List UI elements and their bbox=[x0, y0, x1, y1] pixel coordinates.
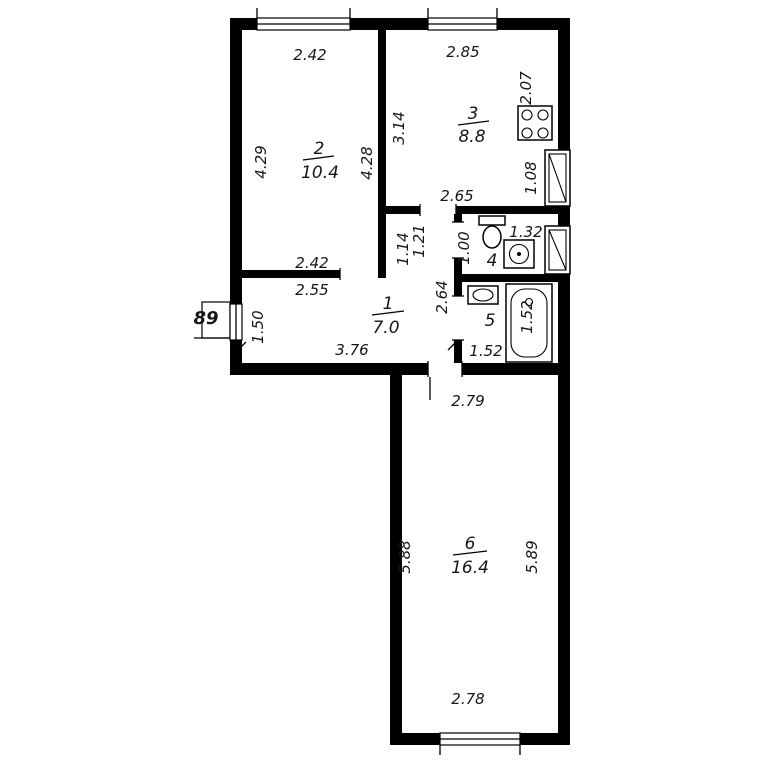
wall-top-c bbox=[497, 18, 570, 30]
wall-hall-divider-a bbox=[454, 214, 462, 222]
door-openings bbox=[237, 204, 464, 400]
dim-room6-top: 2.79 bbox=[451, 392, 484, 410]
room-labels: 2 10.4 3 8.8 1 7.0 4 5 6 16.4 bbox=[301, 104, 497, 578]
stove-icon bbox=[517, 105, 553, 141]
dim-hall-left: 1.50 bbox=[249, 310, 267, 343]
balcony bbox=[194, 301, 231, 339]
walls bbox=[230, 18, 570, 745]
dim-room2-top: 2.42 bbox=[293, 46, 326, 64]
dim-room4-left: 1.00 bbox=[455, 231, 473, 264]
wall-room2-bottom bbox=[242, 270, 340, 278]
wall-room3-bottom-a bbox=[386, 206, 420, 214]
dim-room4-right: 1.32 bbox=[509, 223, 542, 241]
washbasin-icon bbox=[467, 285, 499, 305]
wall-right bbox=[558, 18, 570, 745]
wall-left-a bbox=[230, 18, 242, 304]
dim-room6-bottom: 2.78 bbox=[451, 690, 484, 708]
room5-number: 5 bbox=[485, 311, 496, 331]
dim-room2-bottom-b: 2.55 bbox=[295, 281, 328, 299]
dim-duct: 1.08 bbox=[522, 161, 540, 194]
fixtures bbox=[467, 105, 571, 363]
dim-room2-left: 4.29 bbox=[252, 145, 270, 178]
dim-room3-right: 2.07 bbox=[517, 71, 535, 105]
dim-room5-right: 1.52 bbox=[518, 300, 536, 333]
ventilation-duct-icon bbox=[544, 149, 571, 207]
wall-divider-room4-room5 bbox=[462, 274, 558, 282]
dim-room2-bottom: 2.42 bbox=[295, 254, 328, 272]
dim-room5-bottom: 1.52 bbox=[469, 342, 502, 360]
dim-tick-hall-a bbox=[237, 341, 247, 351]
bathtub-icon bbox=[505, 283, 553, 363]
dimension-labels: 2.42 2.85 2.65 1.32 2.42 2.55 1.52 3.76 … bbox=[193, 43, 542, 708]
apartment-number: 89 bbox=[193, 308, 218, 329]
room1-number: 1 bbox=[383, 294, 394, 314]
wall-bottom-b bbox=[520, 733, 570, 745]
dim-room2-right: 4.28 bbox=[358, 146, 376, 179]
dim-hall-upper-b: 1.14 bbox=[394, 232, 412, 265]
room1-fraction-line bbox=[371, 310, 405, 316]
dim-hall-bottom: 3.76 bbox=[335, 341, 368, 359]
room1-area: 7.0 bbox=[372, 318, 399, 338]
room3-number: 3 bbox=[468, 104, 479, 124]
room6-number: 6 bbox=[465, 534, 476, 554]
dim-room6-left: 5.88 bbox=[396, 540, 414, 573]
dim-tick-hall-b bbox=[447, 341, 457, 351]
wall-hall-divider-b bbox=[454, 258, 462, 296]
room6-fraction-line bbox=[452, 550, 488, 556]
dim-room3-top: 2.85 bbox=[446, 43, 479, 61]
wall-room3-bottom-b bbox=[456, 206, 558, 214]
wall-hall-divider-c bbox=[454, 340, 462, 363]
dim-hall-right: 2.64 bbox=[433, 280, 451, 313]
ventilation-duct-icon bbox=[544, 225, 571, 275]
room3-area: 8.8 bbox=[458, 127, 485, 147]
dim-room6-right: 5.89 bbox=[523, 540, 541, 573]
wall-hall-bottom-a bbox=[230, 363, 428, 375]
wall-bottom-a bbox=[390, 733, 440, 745]
wall-top-b bbox=[350, 18, 428, 30]
dim-room3-left: 3.14 bbox=[390, 111, 408, 144]
room6-area: 16.4 bbox=[451, 558, 489, 578]
dim-hall-upper-a: 1.21 bbox=[410, 224, 428, 257]
washing-machine-icon bbox=[503, 239, 535, 269]
wall-hall-bottom-b bbox=[462, 363, 570, 375]
windows bbox=[229, 8, 521, 755]
room2-area: 10.4 bbox=[301, 163, 339, 183]
room4-number: 4 bbox=[487, 251, 498, 271]
wall-room6-left bbox=[390, 363, 402, 745]
room2-number: 2 bbox=[314, 139, 325, 159]
toilet-icon bbox=[478, 215, 506, 249]
dim-hall-upper-top: 2.65 bbox=[440, 187, 473, 205]
room2-fraction-line bbox=[302, 155, 335, 161]
room3-fraction-line bbox=[457, 120, 490, 126]
wall-divider-room2-room3 bbox=[378, 30, 386, 278]
